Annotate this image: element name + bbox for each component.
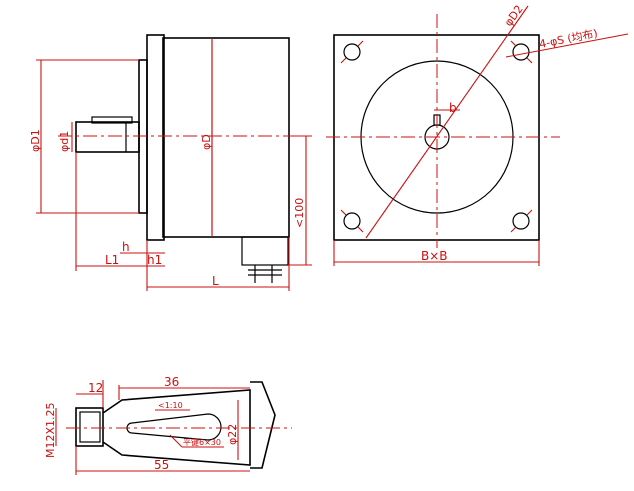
label-taper: <1:10 [158, 401, 183, 410]
hole-top-left [343, 43, 361, 61]
label-12: 12 [88, 381, 103, 395]
connector-box [241, 236, 289, 266]
label-key: 平键6×30 [183, 437, 221, 447]
hole-top-right [512, 43, 530, 61]
front-view: φD2 b 4-φS (均布) B×B [326, 3, 629, 266]
label-phi-D: φD [200, 134, 213, 150]
flange-end [250, 381, 276, 469]
side-view: φD1 φd1 φD <100 h h1 L1 L [29, 34, 312, 291]
corner-mark-tr [510, 40, 517, 47]
holes-leader [505, 33, 629, 58]
label-holes: 4-φS (均布) [538, 27, 599, 51]
corner-mark-bl2 [357, 226, 364, 233]
key-slot [126, 413, 222, 441]
corner-mark-tr2 [526, 57, 533, 64]
corner-mark-bl [340, 209, 347, 216]
label-phi-d1: φd1 [58, 131, 71, 152]
dim-D2-line [365, 5, 529, 239]
label-55: 55 [154, 458, 169, 472]
corner-mark-br2 [526, 209, 533, 216]
hole-bottom-left [343, 212, 361, 230]
label-L: L [212, 274, 219, 288]
label-100: <100 [293, 198, 306, 228]
label-36: 36 [164, 375, 179, 389]
thread-inner [79, 411, 101, 443]
label-L1: L1 [105, 253, 119, 267]
flange [146, 34, 165, 241]
label-thread: M12X1.25 [44, 402, 57, 458]
corner-mark-br [510, 226, 517, 233]
label-h: h [122, 240, 130, 254]
shaft [75, 121, 140, 153]
label-b: b [449, 101, 457, 115]
label-BxB: B×B [421, 249, 448, 263]
label-phi-D2: φD2 [502, 3, 526, 29]
motor-body [162, 37, 290, 238]
corner-mark-tl [340, 57, 347, 64]
key-note-leader [169, 434, 183, 448]
label-h1: h1 [147, 253, 162, 267]
label-phi-22: φ22 [226, 424, 239, 445]
thread-section [75, 407, 104, 447]
corner-mark-tl2 [357, 40, 364, 47]
label-phi-D1: φD1 [29, 129, 42, 152]
shaft-detail: 12 36 <1:10 平键6×30 φ22 M12X1.25 55 [44, 375, 292, 475]
shaft-key [91, 116, 133, 124]
hole-bottom-right [512, 212, 530, 230]
